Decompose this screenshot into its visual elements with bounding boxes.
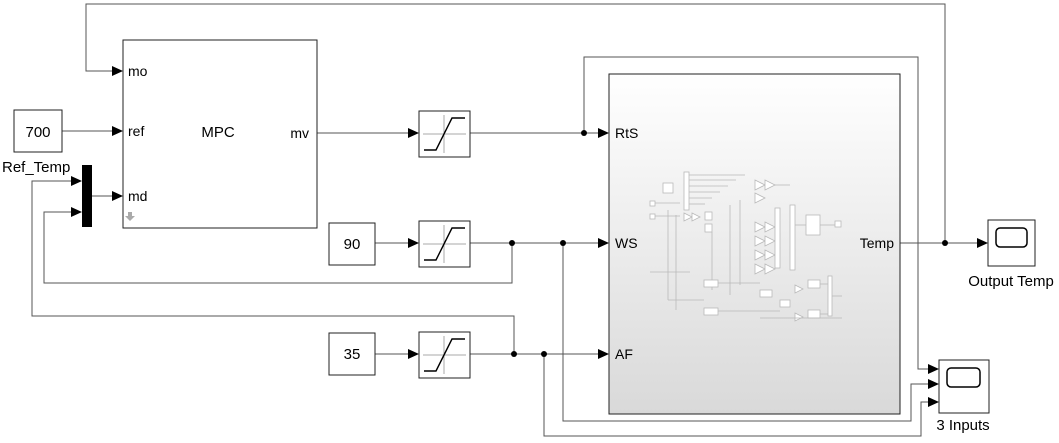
mpc-port-mo: mo: [128, 63, 148, 79]
three-inputs-scope-block[interactable]: [938, 359, 990, 414]
constant-35-block[interactable]: 35: [328, 332, 376, 376]
arrowheads: [71, 66, 988, 407]
down-arrow-icon: [125, 212, 135, 221]
arrow-mux-in1: [71, 176, 82, 186]
branch-dot-af-1: [511, 351, 517, 357]
saturation-icon: [423, 225, 466, 263]
arrow-ws: [598, 238, 609, 248]
constant-90-block[interactable]: 90: [328, 222, 376, 266]
ref-temp-value: 700: [25, 124, 50, 141]
plant-port-af: AF: [615, 346, 633, 362]
ref-temp-constant-block[interactable]: 700: [13, 109, 63, 153]
branch-dot-ws-1: [509, 240, 515, 246]
arrow-md: [112, 191, 123, 201]
saturation-icon: [423, 115, 466, 153]
branch-dot-rts: [581, 130, 587, 136]
arrow-mux-in2: [71, 207, 82, 217]
mpc-port-mv: mv: [290, 125, 309, 141]
wire-rts-branch[interactable]: [583, 56, 929, 370]
scope-screen-icon: [995, 227, 1028, 248]
subsystem-preview-icon: [649, 171, 842, 322]
branch-points: [509, 130, 948, 357]
constant-90-value: 90: [344, 236, 361, 253]
plant-port-rts: RtS: [615, 125, 638, 141]
plant-port-temp: Temp: [860, 235, 894, 251]
arrow-scope-in2: [928, 379, 939, 389]
saturation-icon: [423, 336, 466, 374]
output-temp-label: Output Temp: [968, 273, 1054, 290]
wire-temp-to-mo[interactable]: [85, 3, 946, 244]
arrow-sat2-in: [408, 238, 419, 248]
signal-lines: [31, 3, 978, 437]
wire-ws-to-scope[interactable]: [562, 243, 929, 422]
branch-dot-ws-2: [560, 240, 566, 246]
constant-35-value: 35: [344, 346, 361, 363]
scope-screen-icon: [946, 367, 981, 388]
arrow-scope-in1: [928, 364, 939, 374]
mpc-port-ref: ref: [128, 123, 144, 139]
arrow-ref: [112, 126, 123, 136]
saturation-block-3[interactable]: [418, 331, 471, 379]
mpc-port-md: md: [128, 188, 147, 204]
branch-dot-temp: [942, 240, 948, 246]
wire-af-to-mux[interactable]: [31, 180, 515, 354]
plant-port-ws: WS: [615, 235, 638, 251]
arrow-af: [598, 349, 609, 359]
arrow-sat1-in: [408, 128, 419, 138]
wire-ws-to-mux[interactable]: [43, 211, 513, 284]
arrow-mo: [112, 66, 123, 76]
three-inputs-label: 3 Inputs: [936, 417, 989, 434]
output-temp-scope-block[interactable]: [987, 219, 1036, 267]
mux-block[interactable]: [82, 165, 92, 227]
arrow-output-scope: [977, 238, 988, 248]
saturation-block-1[interactable]: [418, 110, 471, 158]
plant-subsystem-block[interactable]: RtS WS AF Temp: [608, 73, 901, 415]
arrow-rts: [598, 128, 609, 138]
saturation-block-2[interactable]: [418, 220, 471, 268]
branch-dot-af-2: [541, 351, 547, 357]
wire-af-to-scope[interactable]: [543, 354, 929, 437]
mpc-title: MPC: [201, 124, 235, 141]
arrow-sat3-in: [408, 349, 419, 359]
mpc-controller-block[interactable]: mo ref md MPC mv: [122, 39, 318, 229]
ref-temp-label: Ref_Temp: [2, 159, 70, 176]
arrow-scope-in3: [928, 397, 939, 407]
